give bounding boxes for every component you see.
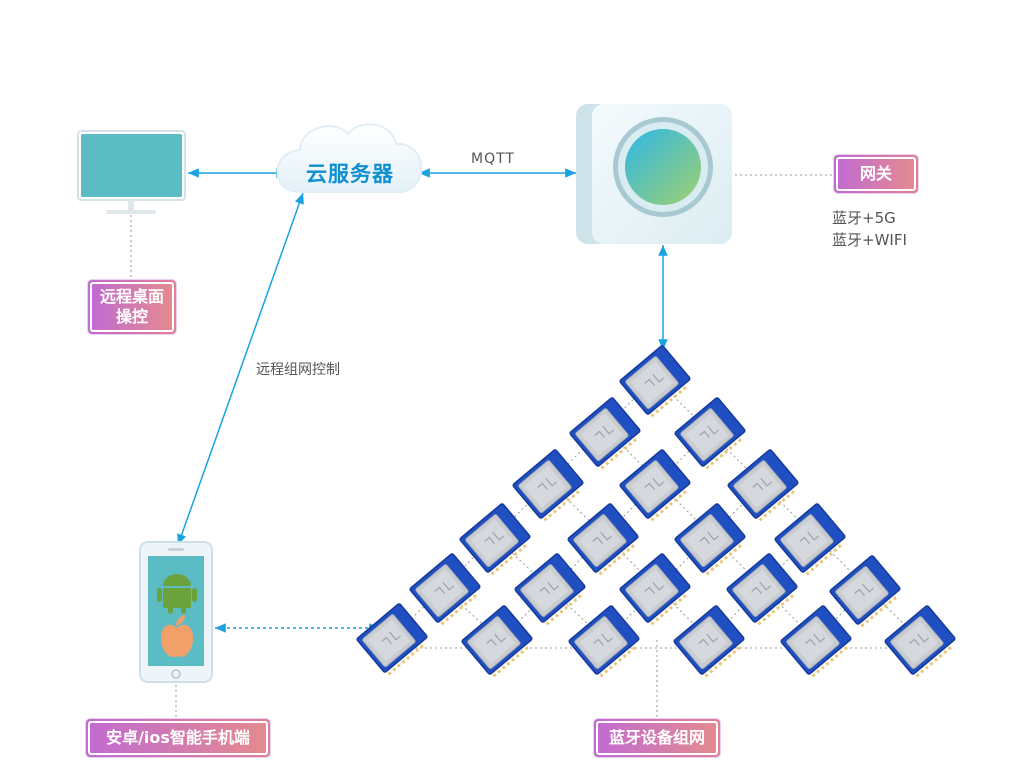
mqtt-label: MQTT — [471, 151, 515, 167]
ble-module-icon — [883, 604, 960, 680]
ble-mesh — [355, 344, 960, 680]
ble-module-icon — [828, 554, 905, 630]
gateway-spec-2: 蓝牙+WIFI — [832, 231, 907, 249]
phone-tag-label: 安卓/ios智能手机端 — [106, 728, 250, 747]
ble-module-icon — [773, 502, 850, 578]
ble-module-icon — [460, 604, 537, 680]
ble-module-icon — [618, 552, 695, 628]
phone-icon — [139, 541, 213, 683]
ble-module-icon — [618, 344, 695, 420]
gateway-tag: 网关 — [834, 155, 918, 193]
desktop-tag-line2: 操控 — [115, 307, 148, 326]
ble-module-icon — [672, 604, 749, 680]
gateway-icon — [576, 104, 732, 244]
ble-module-icon — [458, 502, 535, 578]
gateway-tag-label: 网关 — [859, 164, 892, 183]
ble-module-icon — [673, 502, 750, 578]
mesh-tag: 蓝牙设备组网 — [594, 719, 720, 757]
android-icon — [157, 574, 197, 614]
remote-control-label: 远程组网控制 — [256, 362, 340, 378]
mesh-tag-label: 蓝牙设备组网 — [608, 728, 705, 747]
desktop-tag: 远程桌面 操控 — [88, 280, 176, 334]
monitor-icon — [77, 130, 186, 214]
desktop-tag-line1: 远程桌面 — [99, 287, 164, 306]
phone-tag: 安卓/ios智能手机端 — [86, 719, 270, 757]
ble-module-icon — [513, 552, 590, 628]
cloud-server-label: 云服务器 — [306, 162, 394, 186]
apple-icon — [160, 615, 194, 658]
ble-module-icon — [511, 448, 588, 524]
gateway-spec-1: 蓝牙+5G — [832, 209, 896, 227]
ble-module-icon — [618, 448, 695, 524]
ble-module-icon — [725, 552, 802, 628]
ble-module-icon — [568, 396, 645, 472]
ble-module-icon — [566, 502, 643, 578]
ble-module-icon — [567, 604, 644, 680]
ble-module-icon — [355, 602, 432, 678]
cloud-icon — [276, 123, 423, 193]
ble-module-icon — [779, 604, 856, 680]
